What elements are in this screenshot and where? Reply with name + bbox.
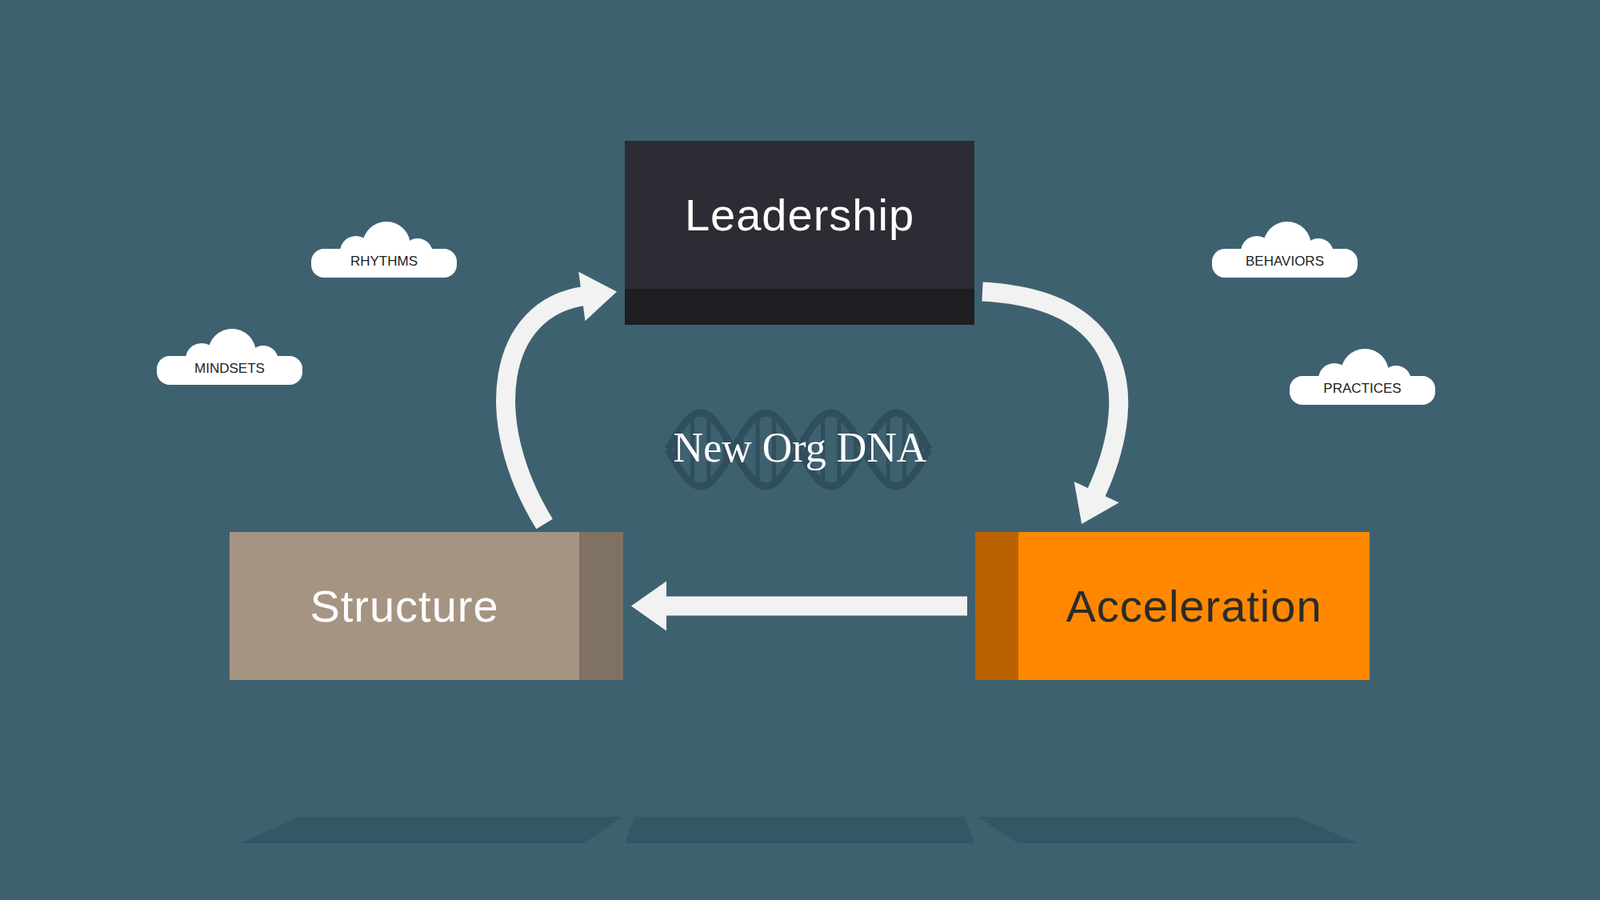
cloud-tag: RHYTHMS — [309, 220, 459, 280]
cloud-label: RHYTHMS — [350, 229, 418, 270]
leadership-box: Leadership — [624, 140, 975, 325]
cloud-label: MINDSETS — [194, 336, 265, 377]
connector-line — [982, 292, 1119, 496]
box-title: Leadership — [684, 188, 915, 241]
cloud-shape — [1288, 347, 1437, 407]
cycle-arrow — [505, 272, 617, 524]
cloud-tag: MINDSETS — [155, 327, 304, 387]
floor-shadows — [240, 816, 1358, 844]
box-title: Acceleration — [1065, 580, 1322, 632]
dna-strand — [668, 412, 929, 487]
connector-line — [663, 596, 968, 616]
connector-line — [505, 296, 585, 524]
arrowhead — [631, 581, 667, 632]
cycle-arrow — [631, 581, 968, 632]
cloud-shape — [155, 327, 304, 387]
cloud-tag: PRACTICES — [1288, 347, 1437, 407]
cycle-arrow — [982, 292, 1120, 524]
arrowhead — [1074, 481, 1120, 524]
dna-strand — [668, 412, 929, 487]
cloud-shape — [309, 220, 459, 280]
dna-helix — [668, 412, 929, 487]
acceleration-box: Acceleration — [975, 532, 1370, 680]
box-title: Structure — [309, 580, 499, 632]
cloud-label: PRACTICES — [1323, 356, 1401, 397]
cloud-tag: BEHAVIORS — [1210, 220, 1360, 280]
structure-box: Structure — [229, 532, 624, 680]
cloud-label: BEHAVIORS — [1245, 229, 1324, 270]
center-title: New Org DNA — [673, 424, 928, 472]
arrowhead — [578, 272, 617, 321]
cloud-shape — [1210, 220, 1360, 280]
